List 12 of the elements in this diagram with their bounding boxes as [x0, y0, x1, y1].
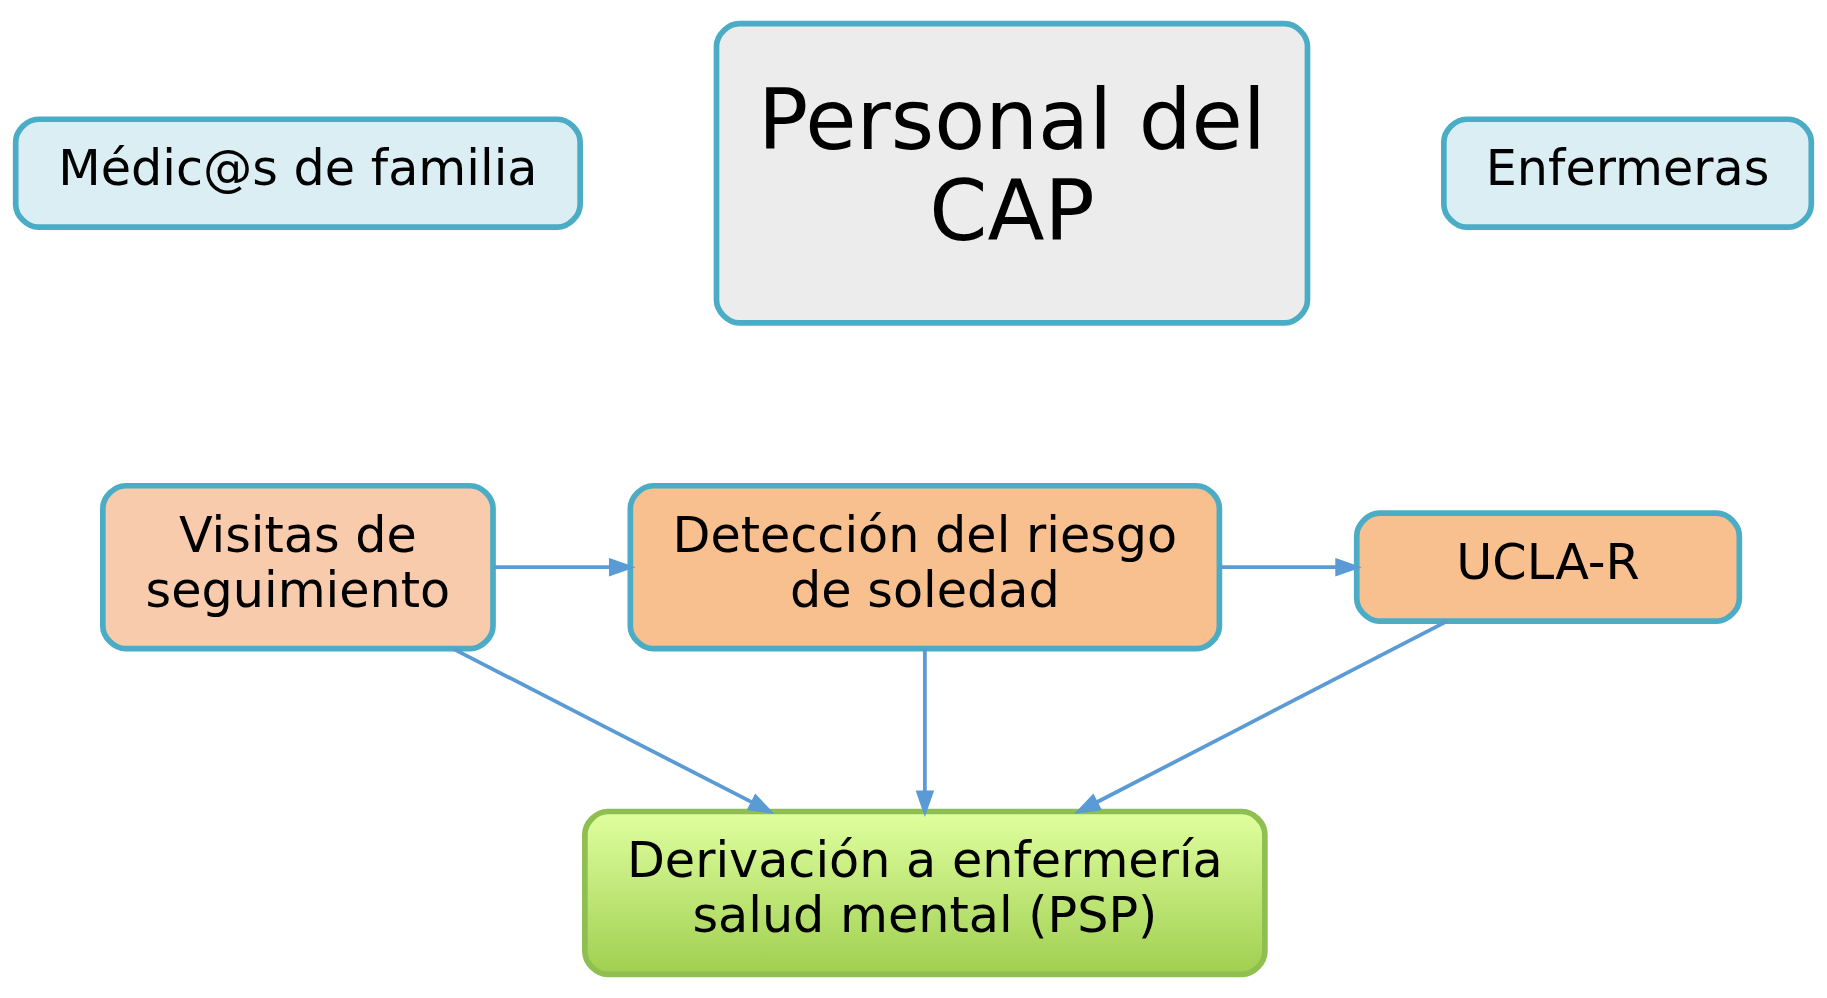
node-box: Visitas de seguimiento	[99, 482, 496, 652]
node-box: UCLA-R	[1353, 510, 1743, 624]
node-box: Médic@s de familia	[12, 116, 583, 231]
arrow	[1219, 557, 1362, 577]
arrow	[1074, 619, 1449, 814]
node-box: Enfermeras	[1441, 116, 1815, 231]
arrow	[493, 557, 636, 577]
node-box: Derivación a enfermería salud mental (PSP)	[582, 808, 1268, 978]
arrow	[452, 647, 775, 814]
node-box: Personal del CAP	[713, 20, 1311, 326]
node-box: Detección del riesgo de soledad	[627, 482, 1223, 652]
arrow	[915, 648, 935, 817]
